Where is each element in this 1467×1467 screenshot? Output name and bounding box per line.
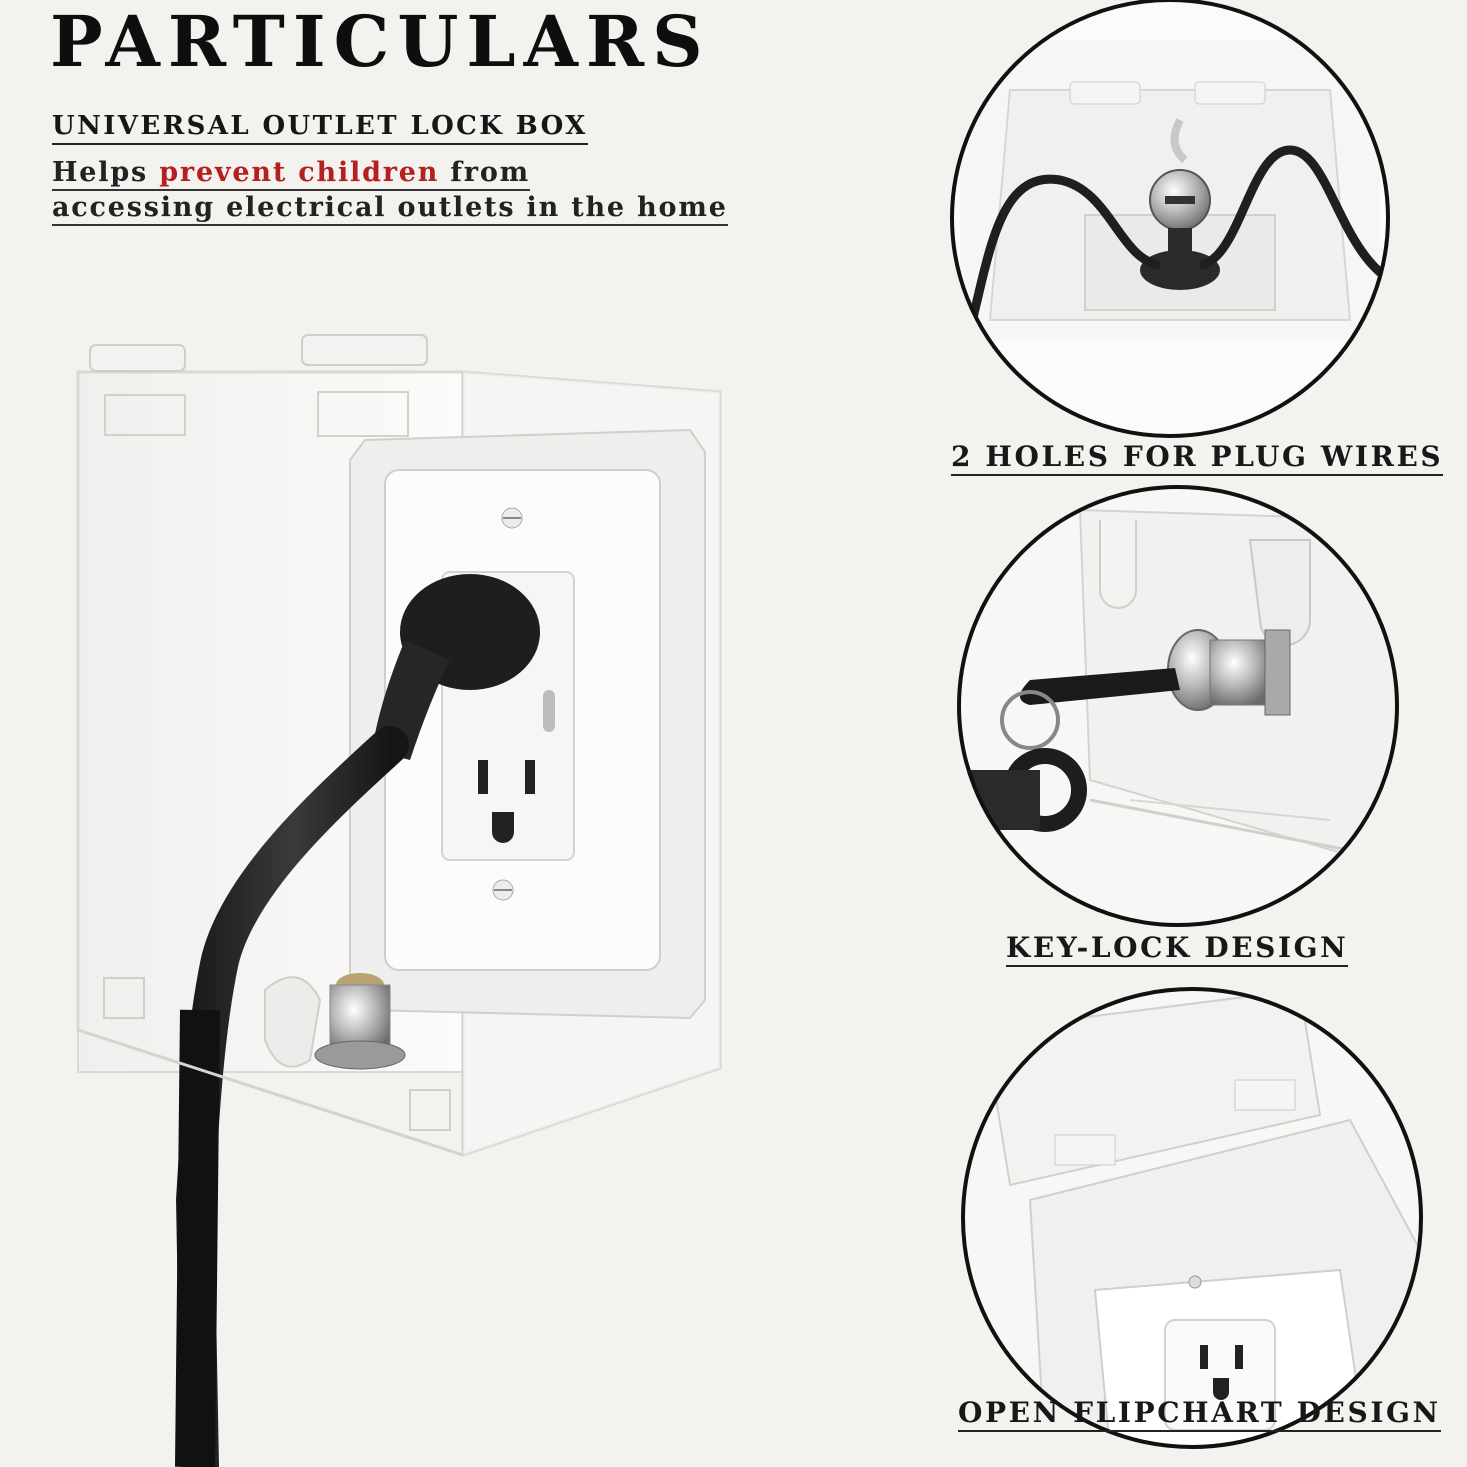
main-lockbox-image (76, 334, 722, 1467)
feature-caption-open-flip: OPEN FLIPCHART DESIGN (958, 1396, 1441, 1432)
open-flip-detail-icon (961, 987, 1423, 1449)
tagline-line-1: Helps prevent children from (52, 156, 531, 191)
product-subtitle: UNIVERSAL OUTLET LOCK BOX (52, 110, 588, 145)
tagline: Helps prevent children from accessing el… (52, 156, 728, 226)
tagline-prefix: Helps (52, 157, 160, 188)
tagline-highlight: prevent children (159, 157, 440, 188)
key-lock-detail-icon (957, 485, 1399, 927)
feature-caption-wires: 2 HOLES FOR PLUG WIRES (951, 440, 1444, 476)
page-title: PARTICULARS (50, 0, 711, 83)
tagline-line-2: accessing electrical outlets in the home (52, 191, 728, 226)
wires-detail-icon (950, 0, 1390, 438)
feature-caption-key-lock: KEY-LOCK DESIGN (1006, 931, 1349, 967)
tagline-mid: from (439, 157, 531, 188)
